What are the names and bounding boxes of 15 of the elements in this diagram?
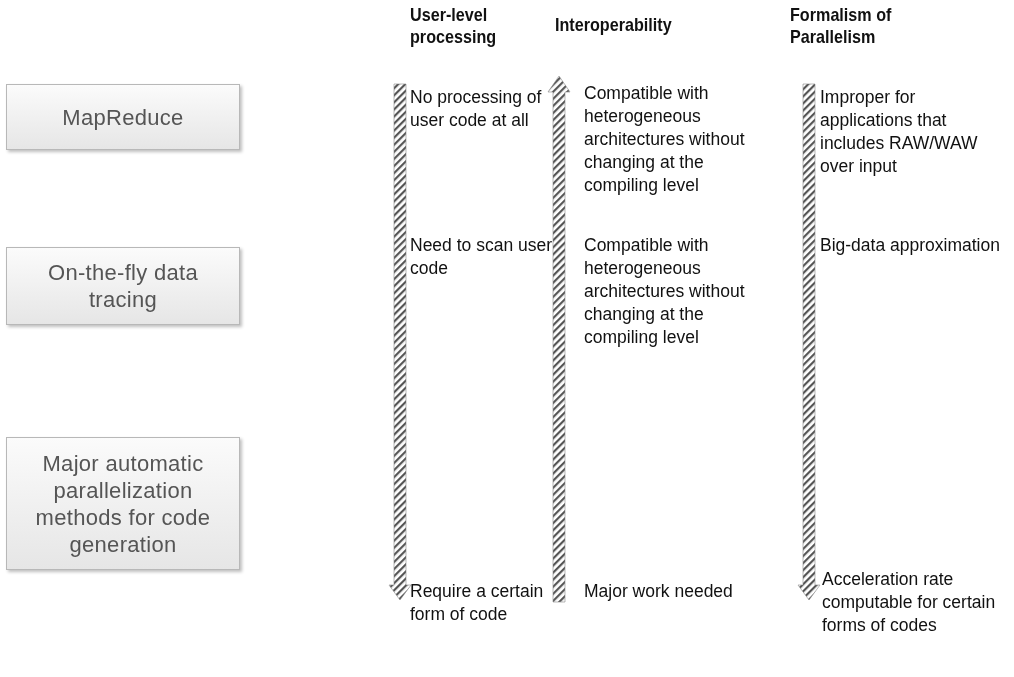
method-box: On-the-fly data tracing xyxy=(6,247,240,325)
cell-text: Need to scan user code xyxy=(410,234,554,280)
cell-text: Require a certain form of code xyxy=(410,580,545,626)
cell-text: Big-data approximation xyxy=(820,234,1001,257)
column-header: Formalism of Parallelism xyxy=(790,4,893,48)
cell-text: Acceleration rate computable for certain forms of codes xyxy=(822,568,997,637)
cell-text: Improper for applications that includes RAW/WAW over input xyxy=(820,86,979,178)
cell-text: Compatible with heterogeneous architectures without changing at the compiling level xyxy=(584,234,746,349)
method-box: Major automatic parallelization methods for code generation xyxy=(6,437,240,570)
cell-text: No processing of user code at all xyxy=(410,86,543,132)
cell-text: Major work needed xyxy=(584,580,734,603)
column-header: User-level processing xyxy=(410,4,498,48)
method-box: MapReduce xyxy=(6,84,240,150)
column-header: Interoperability xyxy=(555,14,673,36)
cell-text: Compatible with heterogeneous architectures without changing at the compiling level xyxy=(584,82,746,197)
